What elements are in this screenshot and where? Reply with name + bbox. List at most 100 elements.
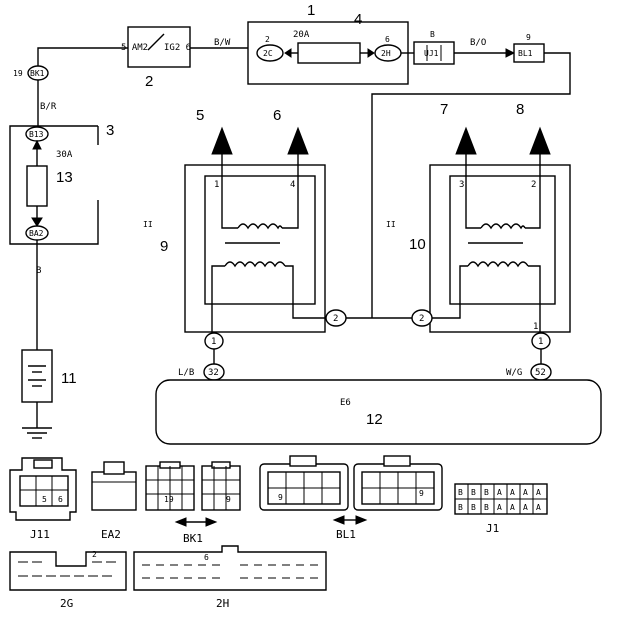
wire-label-b: B xyxy=(36,266,41,276)
callout-9: 9 xyxy=(160,238,168,255)
connector-view-j1-label: J1 xyxy=(486,522,499,535)
connector-2c-pin: 2 xyxy=(265,35,270,44)
ecu-pin-52-label: 52 xyxy=(535,368,546,378)
arrow-bl1-left xyxy=(332,515,345,525)
relay-10-contact-right xyxy=(525,154,541,229)
callout-12: 12 xyxy=(366,411,383,428)
callout-2: 2 xyxy=(145,73,153,90)
ecu-pin-32-label: 32 xyxy=(208,368,219,378)
relay-10-pin-1-top: 1 xyxy=(533,322,538,332)
connector-view-bl1-right: 9 xyxy=(353,455,443,511)
arrow-output-6 xyxy=(287,126,309,155)
fuse-20a xyxy=(297,42,361,64)
callout-5: 5 xyxy=(196,107,204,124)
callout-4: 4 xyxy=(354,11,362,28)
relay-10-lower-coil xyxy=(467,261,529,268)
relay-9-coil-left-lead xyxy=(211,265,225,332)
ecu-e6-label: E6 xyxy=(340,398,351,408)
bk1-view-pin-b: 9 xyxy=(226,495,231,504)
relay-10-inner xyxy=(449,175,556,305)
j1-bot-3: B xyxy=(484,503,489,512)
connector-view-2g: 2 xyxy=(9,550,127,591)
arrow-output-8 xyxy=(529,126,551,155)
relay-10-upper-coil xyxy=(480,223,526,230)
connector-view-bk1: 19 9 xyxy=(145,461,241,511)
connector-view-bk1-label: BK1 xyxy=(183,532,203,545)
wire-label-b-r: B/R xyxy=(40,102,57,112)
relay-10-ii-label: II xyxy=(386,220,396,229)
connector-bl1-label: BL1 xyxy=(518,49,533,58)
j1-top-5: A xyxy=(510,488,515,497)
connector-2c xyxy=(256,44,284,62)
j1-top-1: B xyxy=(458,488,463,497)
callout-11: 11 xyxy=(61,370,77,387)
relay-9-pin-b: 4 xyxy=(290,180,295,190)
connector-view-bl1-left: 9 xyxy=(259,455,349,511)
relay-9-pin-a: 1 xyxy=(214,180,219,190)
connector-view-j1: B B B A A A A B B B A A A A xyxy=(454,483,548,515)
j1-bot-1: B xyxy=(458,503,463,512)
callout-8: 8 xyxy=(516,101,524,118)
connector-bl1-pin: 9 xyxy=(526,33,531,42)
wire-label-w-g: W/G xyxy=(506,368,522,378)
relay-10-coil-left-lead xyxy=(432,265,468,319)
bl1-view-pin: 9 xyxy=(278,493,283,502)
arrow-bl1 xyxy=(505,48,516,58)
wire-label-b-w: B/W xyxy=(214,38,231,48)
relay-10-pin-b: 2 xyxy=(531,180,536,190)
arrow-b13 xyxy=(32,139,42,150)
connector-uj1-wire: B xyxy=(430,30,435,39)
callout-6: 6 xyxy=(273,107,281,124)
callout-1: 1 xyxy=(307,2,315,19)
relay-10-pin-1-label: 1 xyxy=(538,337,543,347)
bl1-view-pin-b: 9 xyxy=(419,489,424,498)
relay-9-inner xyxy=(204,175,316,305)
connector-ba2-label: BA2 xyxy=(29,229,44,238)
fusible-30a-label: 30A xyxy=(56,150,73,160)
connector-view-2h-label: 2H xyxy=(216,597,229,610)
connector-view-bl1-label: BL1 xyxy=(336,528,356,541)
callout-3: 3 xyxy=(106,122,114,139)
battery-11 xyxy=(21,349,53,403)
arrow-2h xyxy=(367,48,375,58)
connector-2c-label: 2C xyxy=(263,49,273,58)
label-ig2: IG2 6 xyxy=(164,43,191,53)
j1-top-7: A xyxy=(536,488,541,497)
j1-bot-2: B xyxy=(471,503,476,512)
wire-label-l-b: L/B xyxy=(178,368,194,378)
relay-10-pin-2-label: 2 xyxy=(419,314,424,324)
connector-uj1-label: UJ1 xyxy=(424,49,439,58)
fusible-box-outline xyxy=(9,125,99,245)
connector-bk1-label: BK1 xyxy=(30,69,45,78)
arrow-bl1-right xyxy=(355,515,368,525)
connector-2h-label: 2H xyxy=(381,49,391,58)
relay-9-contact-left xyxy=(221,154,238,229)
connector-2h-pin: 6 xyxy=(385,35,390,44)
arrow-bk1-left xyxy=(174,517,187,527)
j1-top-6: A xyxy=(523,488,528,497)
callout-13: 13 xyxy=(56,169,73,186)
fusible-link-13 xyxy=(26,165,48,207)
2g-pin: 2 xyxy=(92,550,97,559)
relay-9-upper-coil xyxy=(237,223,283,230)
relay-9-lower-coil xyxy=(224,261,286,268)
j11-pin-6: 6 xyxy=(58,495,63,504)
relay-10-pin-2 xyxy=(411,309,433,327)
relay-9-pin-1-label: 1 xyxy=(211,337,216,347)
j1-top-4: A xyxy=(497,488,502,497)
arrow-output-5 xyxy=(211,126,233,155)
connector-view-j11-label: J11 xyxy=(30,528,50,541)
connector-view-j11: 5 6 xyxy=(9,457,77,521)
ignition-switch-box xyxy=(127,26,191,68)
relay-9-coil-right-lead xyxy=(285,265,325,319)
wire-bl1-right xyxy=(371,52,571,318)
2h-pin: 6 xyxy=(204,553,209,562)
relay-9-contact-right xyxy=(282,154,299,229)
relay-10-contact-left xyxy=(465,154,481,229)
relay-9-pin-2-label: 2 xyxy=(333,314,338,324)
j1-bot-4: A xyxy=(497,503,502,512)
callout-7: 7 xyxy=(440,101,448,118)
arrow-output-7 xyxy=(455,126,477,155)
ecu-12 xyxy=(155,379,602,445)
